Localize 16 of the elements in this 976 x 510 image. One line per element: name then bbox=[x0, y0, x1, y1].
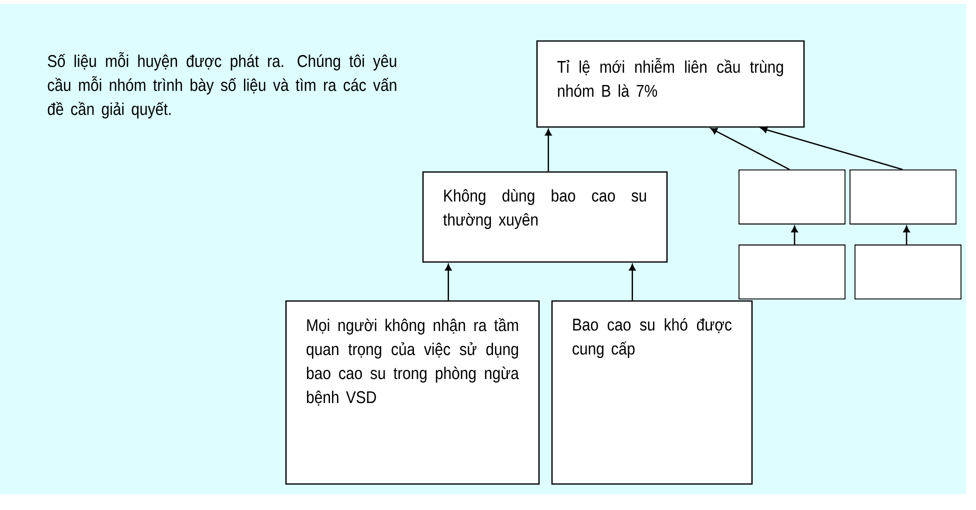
empty-box bbox=[738, 244, 846, 300]
arrow bbox=[760, 126, 903, 170]
text-box: Không dùng bao cao su thường xuyên bbox=[422, 171, 668, 263]
text-box: Tỉ lệ mới nhiễm liên cầu trùng nhóm B là 7% bbox=[536, 40, 805, 128]
empty-box bbox=[738, 170, 846, 224]
arrow bbox=[710, 128, 790, 170]
arrow bbox=[629, 264, 636, 300]
arrow bbox=[903, 226, 910, 245]
text-box: Bao cao su khó được cung cấp bbox=[551, 300, 753, 485]
empty-box bbox=[850, 170, 956, 224]
arrow bbox=[545, 129, 552, 172]
empty-box bbox=[854, 244, 962, 300]
arrow bbox=[791, 226, 798, 245]
text-box: Mọi người không nhận ra tầm quan trọng của việc sử dụng bao cao su trong phòng ngừa bệnh VSD bbox=[285, 300, 540, 485]
paragraph: Số liệu mỗi huyện được phát ra. Chúng tôi yêu cầu mỗi nhóm trình bày số liệu và tìm ra các vấn đề cần giải quyết. bbox=[48, 52, 396, 118]
arrow bbox=[445, 264, 452, 300]
